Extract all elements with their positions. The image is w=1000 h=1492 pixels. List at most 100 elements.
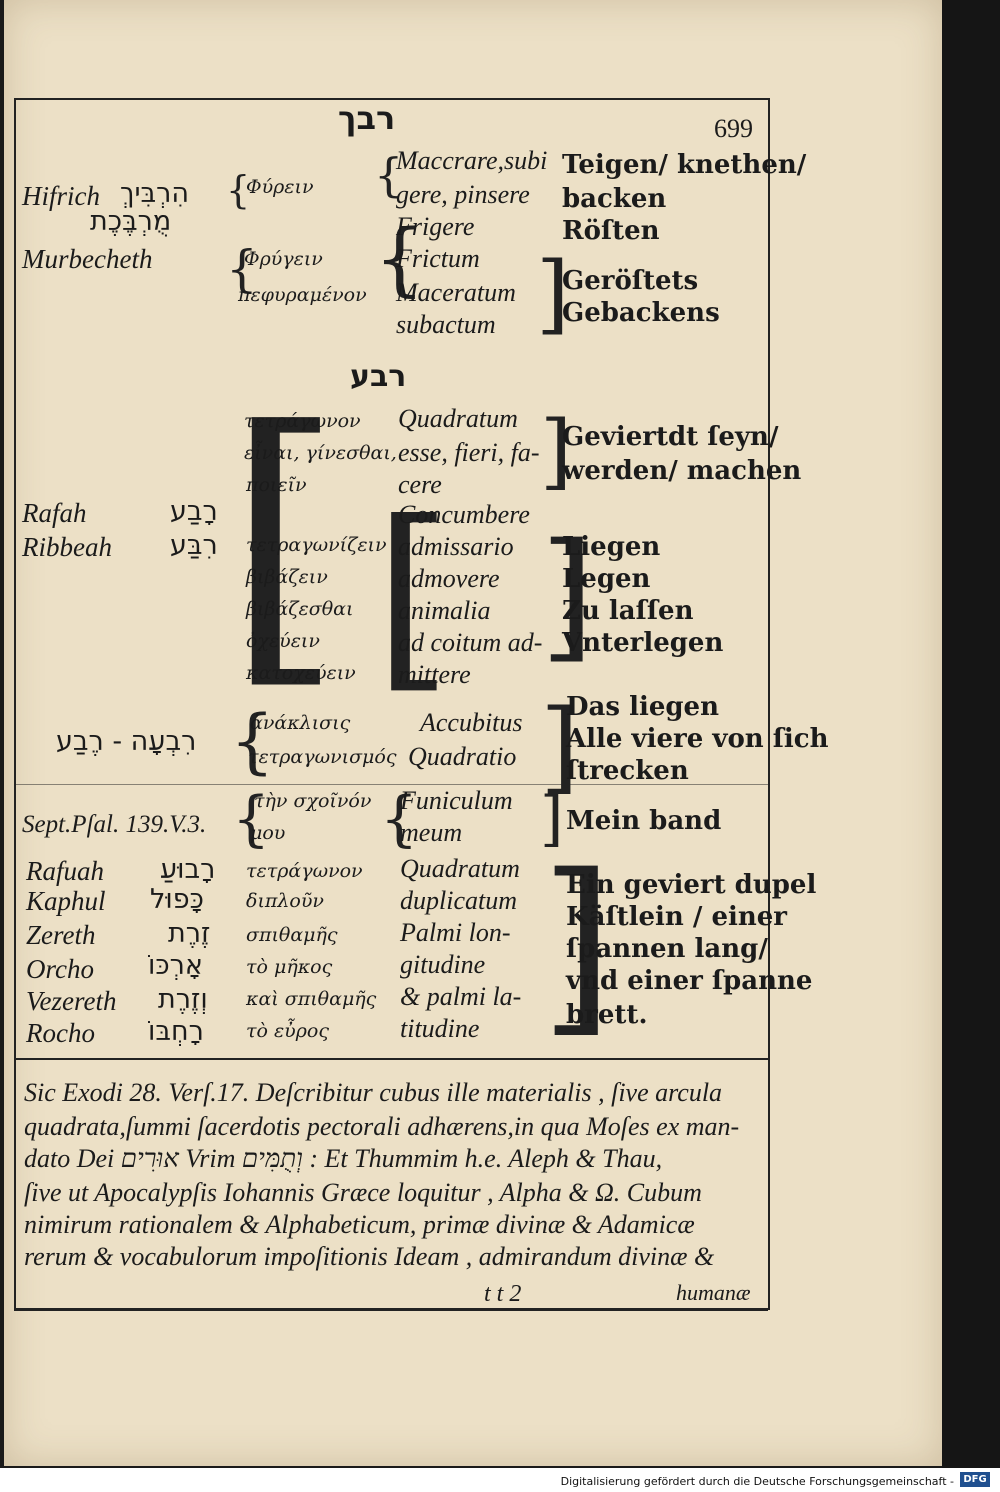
- page-frame: [14, 98, 770, 1310]
- brace: {: [226, 168, 251, 212]
- greek-word: βιβάζειν: [246, 566, 328, 588]
- hebrew-word: אָרְכּוֹ: [148, 950, 203, 981]
- german-word: Käſtlein / einer: [566, 902, 787, 932]
- footer-rule: [14, 1310, 768, 1311]
- greek-word: τετράγωνον: [244, 410, 361, 432]
- hebrew-word: כָּפוּל: [150, 884, 204, 915]
- greek-word: ὀχεύειν: [246, 630, 320, 652]
- german-word: werden/ machen: [562, 456, 802, 486]
- greek-word: τετραγωνισμός: [248, 746, 397, 768]
- latin-word: Accubitus: [420, 708, 523, 737]
- brace: {: [232, 784, 271, 854]
- term: Orcho: [26, 954, 94, 984]
- german-word: Mein band: [566, 806, 722, 836]
- latin-word: animalia: [398, 596, 491, 625]
- latin-word: Frictum: [396, 244, 480, 273]
- paragraph-line: ſive ut Apocalypſis Iohannis Græce loqui…: [24, 1178, 702, 1207]
- hebrew-word: רָחְבּוֹ: [148, 1016, 204, 1047]
- brace: ]: [536, 244, 570, 344]
- latin-word: gitudine: [400, 950, 486, 979]
- brace: {: [230, 700, 275, 782]
- greek-word: μου: [250, 822, 286, 844]
- greek-word: τετραγωνίζειν: [246, 534, 387, 556]
- german-word: Geviertdt ſeyn/: [562, 422, 779, 452]
- term: Rocho: [26, 1018, 95, 1048]
- paragraph-line: Sic Exodi 28. Verſ.17. Deſcribitur cubus…: [24, 1078, 723, 1107]
- paragraph-line: quadrata,ſummi ſacerdotis pectorali adhæ…: [24, 1112, 740, 1141]
- brace: {: [374, 212, 425, 305]
- latin-word: Quadratum: [398, 404, 518, 433]
- paragraph-line: rerum & vocabulorum impoſitionis Ideam ,…: [24, 1242, 715, 1271]
- section-rule: [16, 784, 768, 785]
- greek-word: κατοχεύειν: [246, 662, 356, 684]
- greek-word: ἀνάκλισις: [250, 712, 351, 734]
- latin-word: Frigere: [396, 212, 475, 241]
- section-heading: רבע: [350, 359, 407, 394]
- scripture-reference: Sept.Pſal. 139.V.3.: [22, 811, 207, 838]
- paragraph-line: dato Dei אוּרִים Vrim וְתֻמִּים : Et Thu…: [24, 1144, 663, 1173]
- brace: [: [226, 367, 344, 716]
- hebrew-word: זֶרֶת: [168, 918, 211, 949]
- latin-word: Funiculum: [400, 786, 513, 815]
- german-word: Das liegen: [566, 692, 720, 722]
- greek-word: καὶ σπιθαμῆς: [246, 988, 377, 1010]
- greek-word: τετράγωνον: [246, 860, 363, 882]
- greek-word: Φύρειν: [246, 176, 314, 198]
- running-head: רבך: [338, 99, 396, 137]
- term: Hifrich: [22, 181, 100, 211]
- greek-word: τὸ μῆκος: [246, 956, 333, 978]
- attribution-text: Digitalisierung gefördert durch die Deut…: [560, 1475, 954, 1488]
- german-word: vnd einer ſpanne: [566, 966, 813, 996]
- term: Rafah: [22, 498, 87, 528]
- german-word: Ein geviert dupel: [566, 870, 817, 900]
- brace: ]: [540, 688, 580, 805]
- german-word: Alle viere von ſich: [566, 724, 829, 754]
- brace: {: [380, 784, 419, 854]
- greek-word: εἶναι, γίνεσθαι,: [244, 442, 397, 464]
- hebrew-word: רָבַע: [170, 496, 218, 527]
- latin-word: mittere: [398, 660, 471, 689]
- attribution-bar: [0, 1468, 1000, 1492]
- brace: ]: [540, 784, 564, 854]
- brace: {: [374, 148, 404, 202]
- german-word: Zu laſſen: [562, 596, 694, 626]
- greek-word: πεφυραμένον: [238, 284, 367, 306]
- hebrew-word: וְזֶרֶת: [158, 984, 208, 1015]
- latin-word: admissario: [398, 532, 514, 561]
- term: Kaphul: [26, 886, 106, 916]
- brace: {: [226, 240, 258, 298]
- german-word: Röſten: [562, 216, 660, 246]
- latin-word: titudine: [400, 1014, 480, 1043]
- latin-word: Maceratum: [396, 278, 516, 307]
- german-word: Liegen: [562, 532, 661, 562]
- brace: ]: [540, 404, 572, 499]
- greek-word: τὸ εὖρος: [246, 1020, 329, 1042]
- latin-word: Quadratum: [400, 854, 520, 883]
- latin-word: & palmi la-: [400, 982, 522, 1011]
- greek-word: ποιεῖν: [246, 474, 307, 496]
- greek-word: Φρύγειν: [244, 248, 323, 270]
- german-word: Gebackens: [562, 298, 720, 328]
- greek-word: σπιθαμῆς: [246, 924, 338, 946]
- term: Vezereth: [26, 986, 117, 1016]
- latin-word: admovere: [398, 564, 500, 593]
- brace: [: [374, 479, 453, 712]
- hebrew-word: רָבוּעַ: [160, 854, 216, 885]
- hebrew-word: הִרְבִּיךְ: [120, 178, 190, 209]
- book-page: [4, 0, 942, 1466]
- latin-word: Palmi lon-: [400, 918, 511, 947]
- german-word: backen: [562, 184, 667, 214]
- german-word: brett.: [566, 1000, 648, 1030]
- german-word: ſpannen lang/: [566, 934, 768, 964]
- paragraph-line: nimirum rationalem & Alphabeticum, primæ…: [24, 1210, 695, 1239]
- term: Rafuah: [26, 856, 104, 886]
- greek-word: τὴν σχοῖνόν: [254, 790, 372, 812]
- latin-word: ad coitum ad-: [398, 628, 543, 657]
- latin-word: meum: [400, 818, 463, 847]
- term: Murbecheth: [22, 244, 153, 274]
- hebrew-word: רִבַּע: [170, 530, 218, 561]
- term: Ribbeah: [22, 532, 112, 562]
- latin-word: subactum: [396, 310, 496, 339]
- catchword: humanæ: [676, 1280, 751, 1305]
- greek-word: διπλοῦν: [246, 890, 324, 912]
